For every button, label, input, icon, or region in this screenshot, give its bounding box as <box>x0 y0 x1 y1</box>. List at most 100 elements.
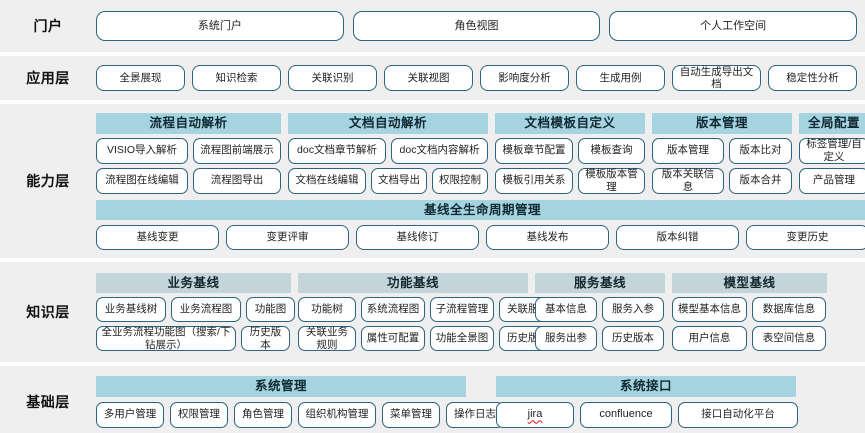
knowledge-group-rows: 模型基本信息数据库信息用户信息表空间信息 <box>672 297 827 351</box>
capability-group-rows: 版本管理版本比对版本关联信息版本合并 <box>652 137 792 194</box>
layer-knowledge: 知识层业务基线业务基线树业务流程图功能图全业务流程功能图（搜索/下钻展示）历史版… <box>0 262 865 362</box>
capability-item[interactable]: 流程图在线编辑 <box>96 167 188 194</box>
knowledge-group-rows: 业务基线树业务流程图功能图全业务流程功能图（搜索/下钻展示）历史版本 <box>96 297 295 351</box>
capability-item[interactable]: VISIO导入解析 <box>96 137 188 164</box>
knowledge-group-title: 功能基线 <box>298 273 528 293</box>
knowledge-item[interactable]: 模型基本信息 <box>672 297 747 322</box>
application-item[interactable]: 关联识别 <box>288 65 377 91</box>
capability-item[interactable]: 版本管理 <box>652 137 724 164</box>
lifecycle-item[interactable]: 基线变更 <box>96 224 219 250</box>
misspelled-word: jira <box>527 408 543 421</box>
application-item[interactable]: 关联视图 <box>384 65 473 91</box>
knowledge-item[interactable]: 表空间信息 <box>752 326 826 351</box>
lifecycle-item[interactable]: 版本纠错 <box>616 224 739 250</box>
knowledge-group: 服务基线基本信息服务入参服务出参历史版本 <box>535 273 665 351</box>
knowledge-item[interactable]: 子流程管理 <box>430 297 494 322</box>
application-item[interactable]: 知识检索 <box>192 65 281 91</box>
knowledge-item[interactable]: 历史版本 <box>241 326 290 351</box>
knowledge-item[interactable]: 基本信息 <box>535 297 597 322</box>
foundation-item[interactable]: 权限管理 <box>170 401 228 428</box>
group-row: 文档在线编辑文档导出权限控制 <box>288 167 488 194</box>
group-row: 模板章节配置模板查询 <box>495 137 645 164</box>
capability-item[interactable]: 版本合并 <box>729 167 792 194</box>
knowledge-item[interactable]: 用户信息 <box>672 326 747 351</box>
capability-item[interactable]: 文档导出 <box>371 167 427 194</box>
application-item[interactable]: 稳定性分析 <box>768 65 857 91</box>
capability-item[interactable]: 模板查询 <box>578 137 645 164</box>
group-row: 版本管理版本比对 <box>652 137 792 164</box>
knowledge-item[interactable]: 服务入参 <box>602 297 664 322</box>
foundation-item[interactable]: 多用户管理 <box>96 401 164 428</box>
layer-label-foundation: 基础层 <box>26 393 70 410</box>
capability-item[interactable]: 版本关联信息 <box>652 167 724 194</box>
lifecycle-item[interactable]: 基线发布 <box>486 224 609 250</box>
foundation-item[interactable]: confluence <box>580 401 672 428</box>
portal-item[interactable]: 个人工作空间 <box>609 11 858 41</box>
knowledge-item[interactable]: 系统流程图 <box>361 297 425 322</box>
group-row: 用户信息表空间信息 <box>672 326 827 351</box>
capability-item[interactable]: 流程图导出 <box>193 167 281 194</box>
lifecycle-title: 基线全生命周期管理 <box>96 199 865 220</box>
group-row: 标签管理/自定义 <box>799 137 865 164</box>
knowledge-item[interactable]: 功能树 <box>298 297 356 322</box>
portal-row: 系统门户角色视图个人工作空间 <box>96 3 858 49</box>
foundation-group: 系统管理多用户管理权限管理角色管理组织机构管理菜单管理操作日志 <box>96 375 504 428</box>
capability-item[interactable]: 文档在线编辑 <box>288 167 366 194</box>
foundation-item[interactable]: 操作日志 <box>446 401 504 428</box>
foundation-item[interactable]: 接口自动化平台 <box>678 401 798 428</box>
knowledge-group-title: 业务基线 <box>96 273 291 293</box>
knowledge-item[interactable]: 全业务流程功能图（搜索/下钻展示） <box>96 326 236 351</box>
capability-item[interactable]: doc文档内容解析 <box>391 137 488 164</box>
lifecycle-item[interactable]: 变更历史 <box>746 224 865 250</box>
knowledge-group-rows: 基本信息服务入参服务出参历史版本 <box>535 297 665 351</box>
layer-application: 应用层全景展现知识检索关联识别关联视图影响度分析生成用例自动生成导出文档稳定性分… <box>0 56 865 100</box>
lifecycle-item[interactable]: 变更评审 <box>226 224 349 250</box>
capability-item[interactable]: 模板章节配置 <box>495 137 573 164</box>
layer-label-knowledge: 知识层 <box>26 304 70 320</box>
application-item[interactable]: 影响度分析 <box>480 65 569 91</box>
knowledge-item[interactable]: 服务出参 <box>535 326 597 351</box>
foundation-group-rows: 多用户管理权限管理角色管理组织机构管理菜单管理操作日志 <box>96 401 504 428</box>
knowledge-groups: 业务基线业务基线树业务流程图功能图全业务流程功能图（搜索/下钻展示）历史版本功能… <box>96 273 865 351</box>
capability-item[interactable]: 模板引用关系 <box>495 167 573 194</box>
capability-item[interactable]: 标签管理/自定义 <box>799 137 865 164</box>
lifecycle-item[interactable]: 基线修订 <box>356 224 479 250</box>
knowledge-item[interactable]: 属性可配置 <box>361 326 425 351</box>
capability-item[interactable]: doc文档章节解析 <box>288 137 386 164</box>
knowledge-item[interactable]: 关联业务规则 <box>298 326 356 351</box>
portal-item[interactable]: 系统门户 <box>96 11 344 41</box>
knowledge-item[interactable]: 历史版本 <box>602 326 664 351</box>
knowledge-item[interactable]: 功能图 <box>246 297 295 322</box>
capability-item[interactable]: 流程图前端展示 <box>193 137 281 164</box>
foundation-item[interactable]: jira <box>496 401 574 428</box>
application-item[interactable]: 全景展现 <box>96 65 185 91</box>
portal-item[interactable]: 角色视图 <box>352 11 601 41</box>
knowledge-item[interactable]: 业务基线树 <box>96 297 166 322</box>
group-row: 基本信息服务入参 <box>535 297 665 322</box>
capability-item[interactable]: 权限控制 <box>432 167 488 194</box>
capability-item[interactable]: 产品管理 <box>799 167 865 194</box>
knowledge-group: 业务基线业务基线树业务流程图功能图全业务流程功能图（搜索/下钻展示）历史版本 <box>96 273 295 351</box>
application-row: 全景展现知识检索关联识别关联视图影响度分析生成用例自动生成导出文档稳定性分析 <box>96 58 857 98</box>
group-row: 版本关联信息版本合并 <box>652 167 792 194</box>
knowledge-item[interactable]: 业务流程图 <box>171 297 241 322</box>
capability-group-rows: VISIO导入解析流程图前端展示流程图在线编辑流程图导出 <box>96 137 281 194</box>
capability-item[interactable]: 版本比对 <box>729 137 792 164</box>
capability-item[interactable]: 模板版本管理 <box>578 167 645 194</box>
group-row: 全业务流程功能图（搜索/下钻展示）历史版本 <box>96 326 291 351</box>
group-row: VISIO导入解析流程图前端展示 <box>96 137 281 164</box>
foundation-item[interactable]: 菜单管理 <box>382 401 440 428</box>
foundation-item[interactable]: 角色管理 <box>234 401 292 428</box>
knowledge-item[interactable]: 功能全景图 <box>430 326 494 351</box>
application-item[interactable]: 自动生成导出文档 <box>672 65 761 91</box>
application-item[interactable]: 生成用例 <box>576 65 665 91</box>
group-row: 模板引用关系模板版本管理 <box>495 167 645 194</box>
knowledge-item[interactable]: 数据库信息 <box>752 297 826 322</box>
foundation-group-title: 系统管理 <box>96 375 466 397</box>
capability-group: 全局配置标签管理/自定义产品管理 <box>799 112 865 194</box>
foundation-item[interactable]: 组织机构管理 <box>298 401 376 428</box>
